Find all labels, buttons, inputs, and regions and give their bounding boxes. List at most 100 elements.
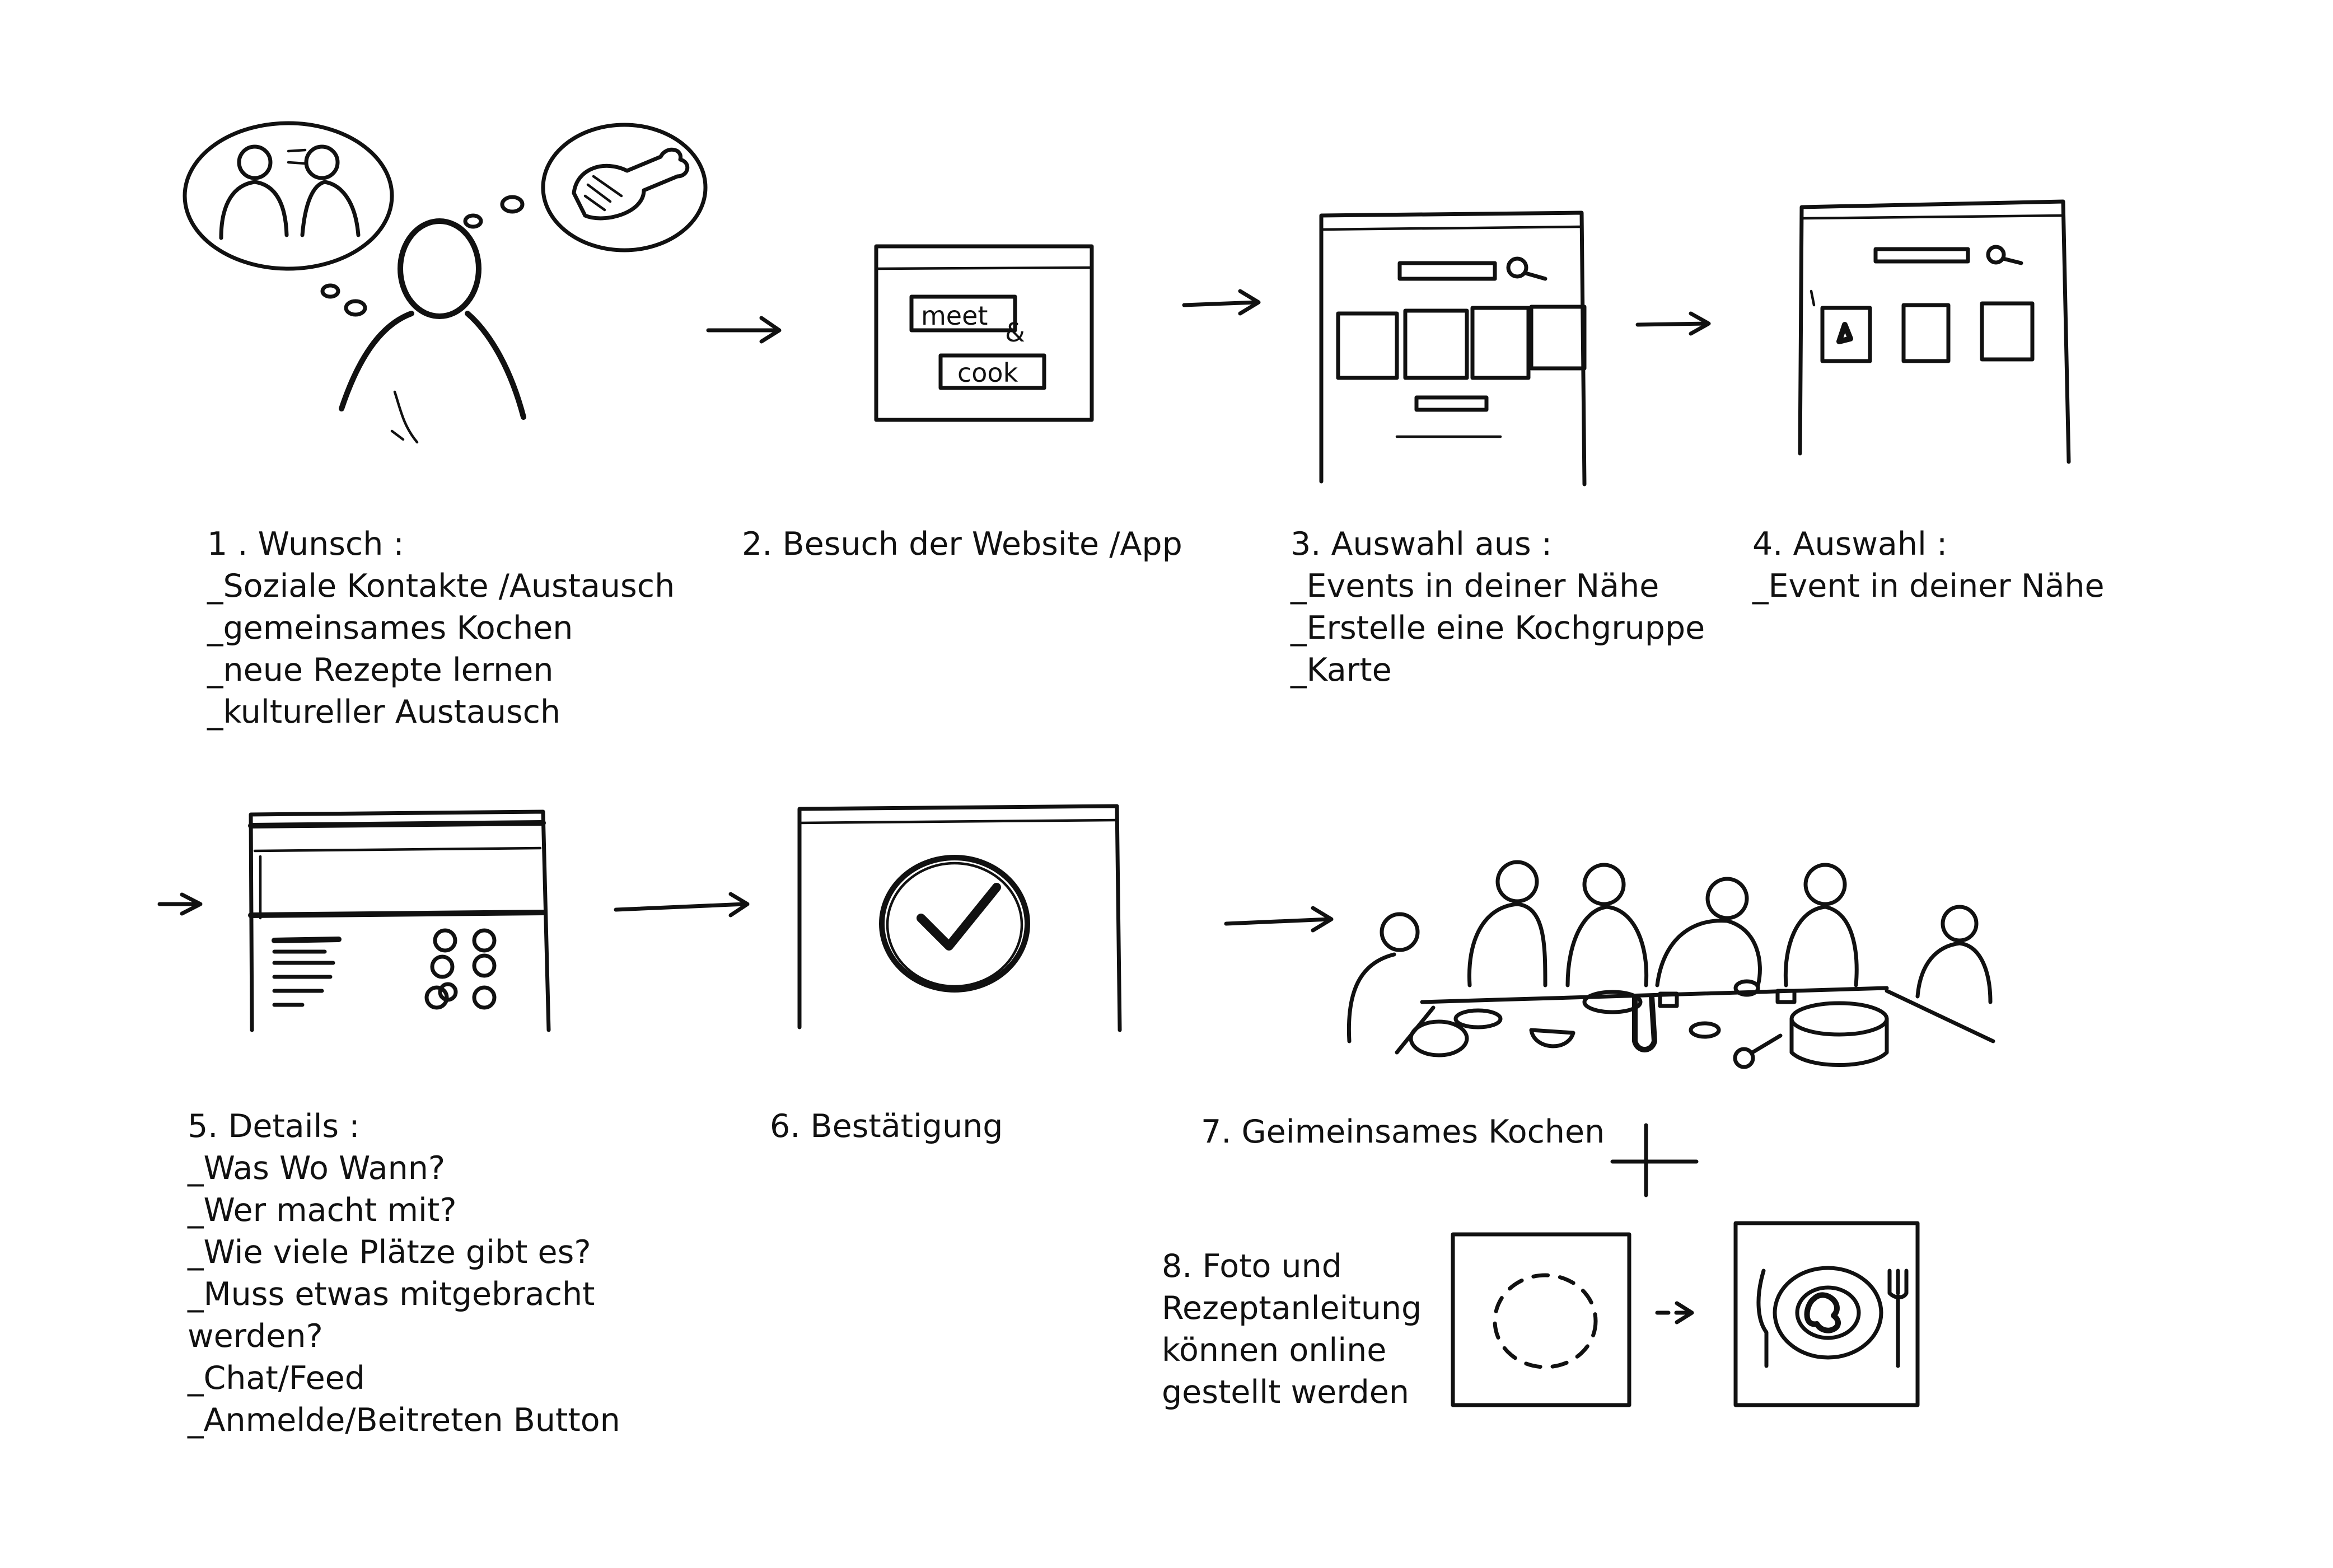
step-8-sketch [1451,1221,1920,1407]
step-1-line: _neue Rezepte lernen [207,652,554,689]
person-icon [339,218,526,444]
step-1-caption: 1 . Wunsch : _Soziale Kontakte /Austausc… [207,523,675,733]
step-5-line: _Wer macht mit? [188,1192,457,1229]
chicken-leg-icon [541,123,708,252]
window-titlebar [875,266,1093,270]
step-5-caption: 5. Details : _Was Wo Wann? _Wer macht mi… [188,1106,620,1441]
search-bar [1873,247,1970,264]
create-group-button [1414,395,1489,412]
step-5-line: _Anmelde/Beitreten Button [188,1402,620,1439]
step-5-sketch [248,809,551,1032]
step-1-line: _kultureller Austausch [207,694,561,731]
step-4-caption: 4. Auswahl : _Event in deiner Nähe [1752,523,2105,607]
thought-dot [500,195,525,214]
step-3-caption: 3. Auswahl aus : _Events in deiner Nähe … [1291,523,1705,691]
step-7-sketch [1346,860,1995,1069]
step-8-caption: 8. Foto und Rezeptanleitung können onlin… [1162,1246,1422,1413]
detail-divider [253,846,542,853]
event-card [1901,303,1951,363]
phone-header [1800,214,2065,220]
logo-meet-box [909,294,1017,333]
flow-arrow-head [1689,311,1711,336]
flow-arrow-head [1675,1301,1694,1324]
detail-header [248,820,546,829]
step-7-title: 7. Geimeinsames Kochen [1201,1113,1605,1150]
thought-dot [344,299,367,317]
step-2-title: 2. Besuch der Website /App [742,526,1182,563]
food-on-table [1409,979,1889,1069]
flow-arrow-head [180,892,203,916]
step-1-sketch [183,121,708,444]
step-5-line: _Wie viele Plätze gibt es? [188,1234,591,1271]
logo-cook-box [938,353,1046,390]
event-card [1470,306,1531,380]
step-4-sketch [1798,199,2071,464]
step-6-sketch [797,804,1122,1032]
phone-frame [249,809,551,1032]
step-8-line: Rezeptanleitung [1162,1290,1422,1327]
step-3-line: _Erstelle eine Kochgruppe [1291,610,1705,647]
step-8-line: können online [1162,1332,1387,1369]
step-1-title: 1 . Wunsch : [207,526,404,563]
step-4-line: _Event in deiner Nähe [1752,568,2105,605]
step-1-line: _Soziale Kontakte /Austausch [207,568,675,605]
phone-header [798,818,1119,825]
step-3-line: _Karte [1291,652,1392,689]
step-8-title: 8. Foto und [1162,1248,1342,1285]
detail-divider [248,910,547,918]
photo-placeholder [1493,1273,1598,1369]
search-icon [1986,245,2023,265]
map-pin-icon [1836,322,1853,344]
step-3-line: _Events in deiner Nähe [1291,568,1659,605]
flow-arrow [614,902,747,912]
step-4-title: 4. Auswahl : [1752,526,1948,563]
step-7-caption: 7. Geimeinsames Kochen [1201,1111,1605,1153]
plate-icon [1773,1266,1883,1360]
step-6-caption: 6. Bestätigung [770,1106,1003,1148]
search-bar [1397,261,1497,281]
flow-arrow-head [759,316,782,344]
step-8-line: gestellt werden [1162,1374,1410,1411]
step-3-title: 3. Auswahl aus : [1291,526,1553,563]
group-of-people-icon [1346,860,1993,1043]
thought-dot [463,213,483,229]
participant-avatars [424,928,497,1010]
step-2-caption: 2. Besuch der Website /App [742,523,1182,565]
step-5-line: werden? [188,1318,323,1355]
event-card [1529,305,1587,371]
flow-arrow [1635,321,1710,327]
flow-arrow-head [1238,289,1261,316]
phone-frame [1798,199,2071,464]
flow-arrow-head [1311,906,1334,933]
logo-meet-text: meet [921,301,988,331]
cutlery-icon [1756,1269,1909,1368]
event-card [1403,308,1469,380]
step-1-line: _gemeinsames Kochen [207,610,573,647]
step-2-sketch: meet & cook [874,244,1094,422]
step-3-sketch [1319,210,1587,486]
step-5-line: _Was Wo Wann? [188,1150,446,1187]
step-6-title: 6. Bestätigung [770,1108,1003,1145]
table [1395,986,1995,1055]
text-line [272,937,342,943]
flow-arrow-head [728,892,750,918]
step-5-line: _Chat/Feed [188,1360,365,1397]
phone-header [1320,225,1583,231]
phone-frame [797,804,1122,1032]
flow-arrow [1224,917,1332,926]
thought-dot [320,283,340,299]
phone-frame [1319,210,1587,486]
checkmark-icon [879,855,1030,993]
flow-arrow [1182,300,1259,307]
step-5-title: 5. Details : [188,1108,360,1145]
cursor-mark [1810,289,1816,307]
event-card [1980,301,2035,362]
people-thought-icon [183,121,394,271]
logo-cook-text: cook [957,358,1018,388]
recipe-posted-screen [1733,1221,1920,1407]
search-icon [1506,256,1547,281]
event-card-selected [1820,306,1872,363]
photo-upload-screen [1451,1232,1631,1407]
event-card [1336,311,1399,380]
